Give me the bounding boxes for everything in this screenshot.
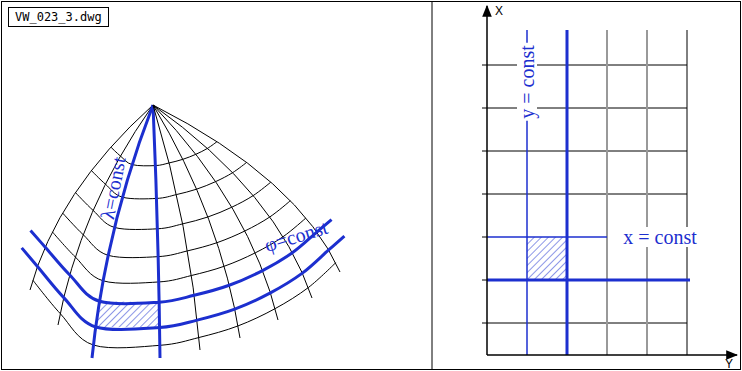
x-axis	[486, 6, 488, 355]
axis-label: X	[495, 5, 503, 17]
meridian-label: λ=const	[97, 155, 129, 221]
parallel-highlight	[22, 236, 345, 330]
parallel	[33, 263, 336, 348]
file-name: VW_023_3.dwg	[15, 10, 102, 24]
parallel	[63, 201, 291, 258]
meridian	[153, 105, 200, 350]
graticule	[22, 105, 345, 358]
grid-line-label: x = const	[621, 227, 699, 247]
y-axis	[487, 354, 737, 356]
meridian	[153, 105, 240, 338]
meridian	[153, 105, 160, 358]
plane-grid	[482, 6, 737, 355]
file-name-box: VW_023_3.dwg	[8, 7, 109, 27]
axis-label: Y	[725, 358, 733, 370]
meridian	[153, 105, 312, 298]
meridian	[92, 105, 153, 358]
meridian	[58, 105, 153, 325]
divider	[432, 2, 433, 370]
meridian	[153, 105, 340, 272]
hatched-cell	[96, 301, 160, 327]
grid-line-label: y = const	[517, 43, 537, 121]
meridian	[153, 105, 278, 320]
